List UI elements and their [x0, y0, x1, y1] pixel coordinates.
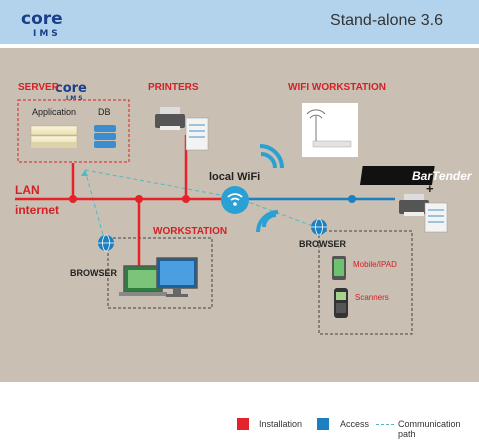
comm-path-server-browser [84, 169, 104, 236]
bartender-logo: BarTender [359, 166, 473, 185]
svg-text:core: core [55, 81, 87, 96]
plus-sign: + [426, 181, 434, 196]
workstation-group-box [107, 237, 213, 309]
svg-text:BarTender: BarTender [412, 169, 473, 183]
monitor-icon [156, 257, 198, 297]
installation-nodes [69, 195, 190, 203]
server-label: SERVER [18, 82, 59, 93]
database-icon [94, 125, 116, 148]
wifi-hub-icon [221, 186, 249, 214]
mobile-label: Mobile/IPAD [353, 260, 397, 269]
browser-label-left: BROWSER [70, 268, 117, 278]
comm-path-server-wifi [84, 169, 221, 196]
server-icon [30, 125, 78, 148]
access-node [348, 195, 356, 203]
printer-icon-top [155, 107, 209, 151]
header-bar: core IMS Stand-alone 3.6 [0, 0, 479, 44]
legend-communication-label: Communication path [398, 419, 461, 439]
mobile-group-box [318, 230, 413, 335]
legend-communication-swatch [376, 424, 394, 425]
comm-path-wifi-browser [242, 199, 319, 229]
comm-arrowhead [81, 170, 88, 176]
core-ims-logo: core IMS [20, 7, 68, 39]
svg-text:IMS: IMS [66, 95, 85, 102]
barcode-scanner-icon [334, 288, 348, 318]
printers-label: PRINTERS [148, 82, 199, 93]
printer-icon-bottom [399, 194, 448, 233]
server-core-logo: core IMS [55, 81, 87, 102]
wifi-router-icon [302, 103, 358, 157]
wifi-signal-icon [256, 144, 284, 233]
server-group-box [17, 99, 130, 163]
db-label: DB [98, 107, 111, 117]
legend-access-label: Access [340, 419, 370, 429]
internet-label: internet [15, 203, 60, 217]
lan-label: LAN [15, 183, 40, 197]
scanners-label: Scanners [355, 293, 389, 302]
tablet-icon [332, 256, 346, 280]
local-wifi-label: local WiFi [209, 171, 261, 183]
globe-icon-right [311, 218, 327, 236]
browser-label-right: BROWSER [299, 239, 346, 249]
workstation-label: WORKSTATION [153, 226, 228, 237]
legend-installation-swatch [237, 418, 249, 430]
laptop-icon [119, 265, 167, 296]
wifi-workstation-label: WIFI WORKSTATION [288, 82, 386, 93]
globe-icon-left [98, 234, 114, 252]
svg-text:IMS: IMS [33, 29, 61, 39]
communication-paths [84, 169, 319, 236]
legend-installation-label: Installation [259, 419, 303, 429]
application-label: Application [32, 107, 77, 117]
diagram-area [0, 48, 479, 382]
legend-access-swatch [317, 418, 329, 430]
page-title: Stand-alone 3.6 [330, 12, 443, 29]
svg-text:core: core [21, 9, 63, 29]
installation-lines [15, 135, 222, 268]
